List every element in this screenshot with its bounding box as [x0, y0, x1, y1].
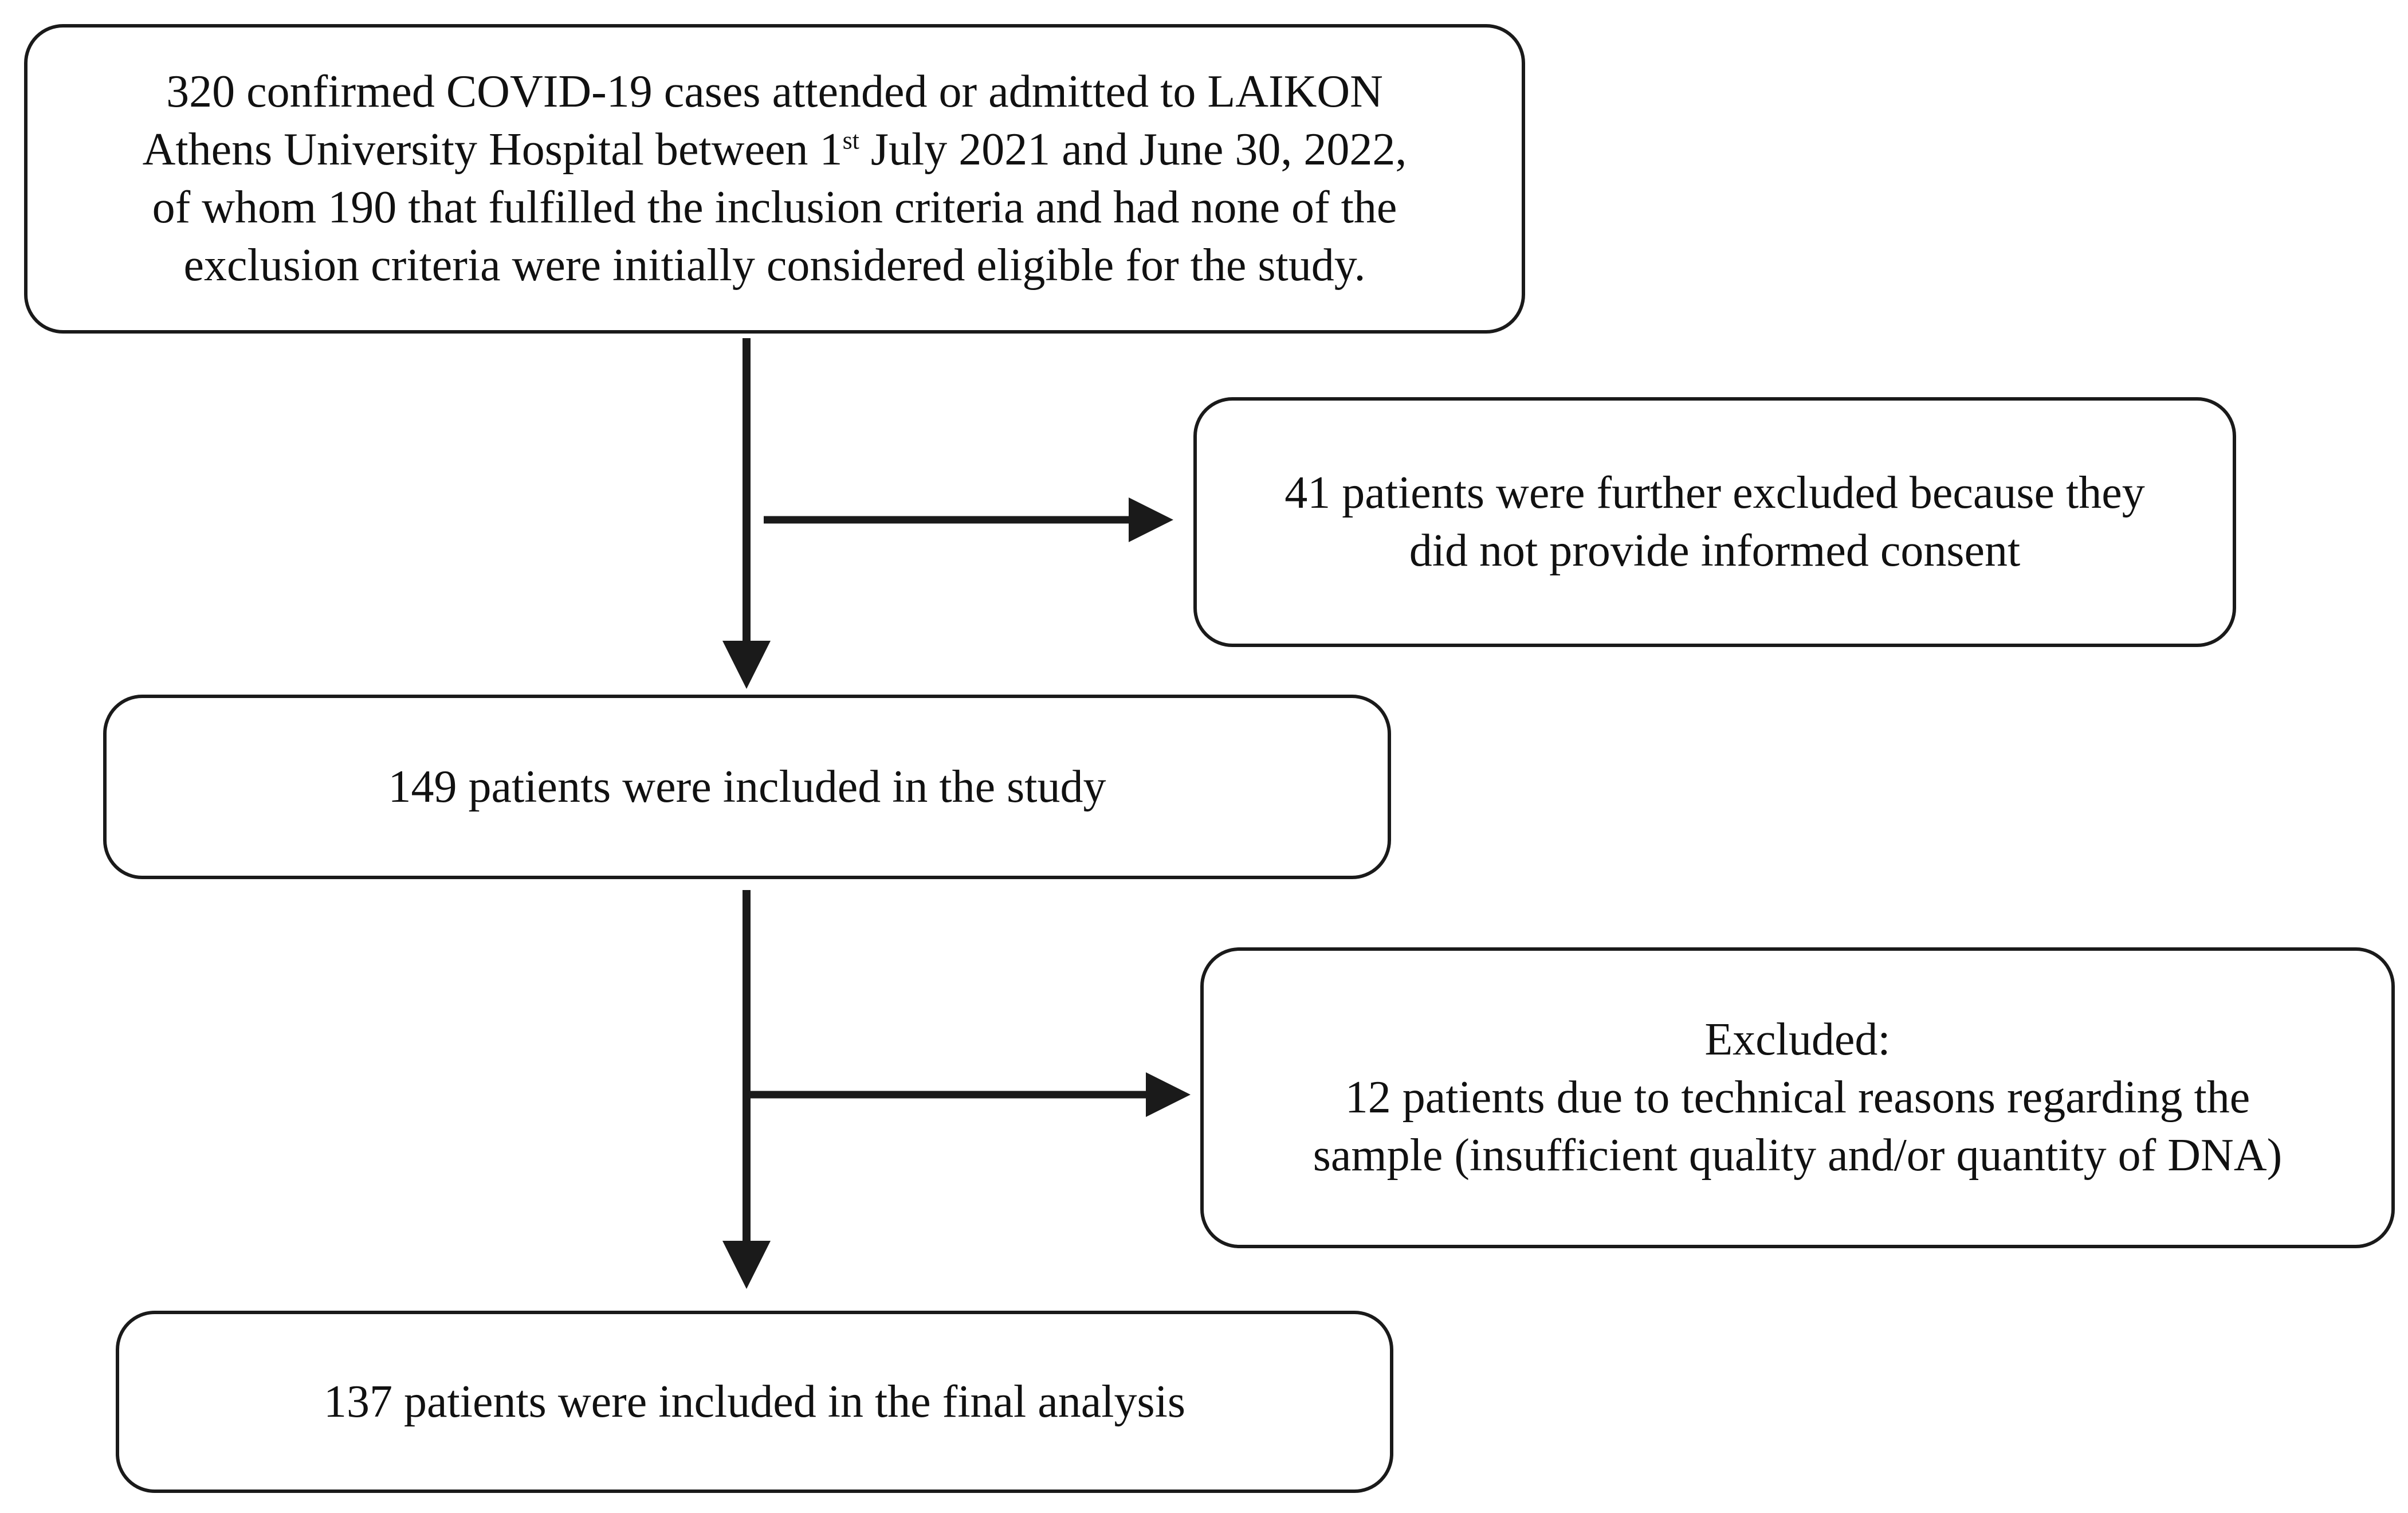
final-analysis-text: 137 patients were included in the final … [323, 1376, 1186, 1427]
technical-exclusion-line-2: sample (insufficient quality and/or quan… [1313, 1130, 2283, 1181]
technical-exclusion-line-1: 12 patients due to technical reasons reg… [1345, 1072, 2250, 1123]
no-consent-line-2: did not provide informed consent [1409, 526, 2021, 576]
included-box: 149 patients were included in the study [103, 695, 1391, 879]
included-text: 149 patients were included in the study [388, 761, 1106, 812]
no-consent-exclusion-box: 41 patients were further excluded becaus… [1193, 397, 2236, 647]
ordinal-superscript: st [842, 126, 859, 155]
technical-exclusion-box: Excluded: 12 patients due to technical r… [1200, 947, 2395, 1248]
screened-cases-box: 320 confirmed COVID-19 cases attended or… [24, 24, 1525, 334]
no-consent-line-1: 41 patients were further excluded becaus… [1284, 468, 2145, 519]
screened-line-3: of whom 190 that fulfilled the inclusion… [152, 182, 1397, 233]
final-analysis-box: 137 patients were included in the final … [116, 1311, 1393, 1493]
screened-line-2-end: July 2021 and June 30, 2022, [859, 124, 1407, 175]
screened-line-2-start: Athens University Hospital between 1 [142, 124, 843, 175]
screened-line-2: Athens University Hospital between 1st J… [143, 121, 1407, 179]
technical-exclusion-heading: Excluded: [1704, 1014, 1891, 1065]
screened-line-4: exclusion criteria were initially consid… [183, 240, 1366, 291]
screened-line-1: 320 confirmed COVID-19 cases attended or… [166, 66, 1383, 117]
